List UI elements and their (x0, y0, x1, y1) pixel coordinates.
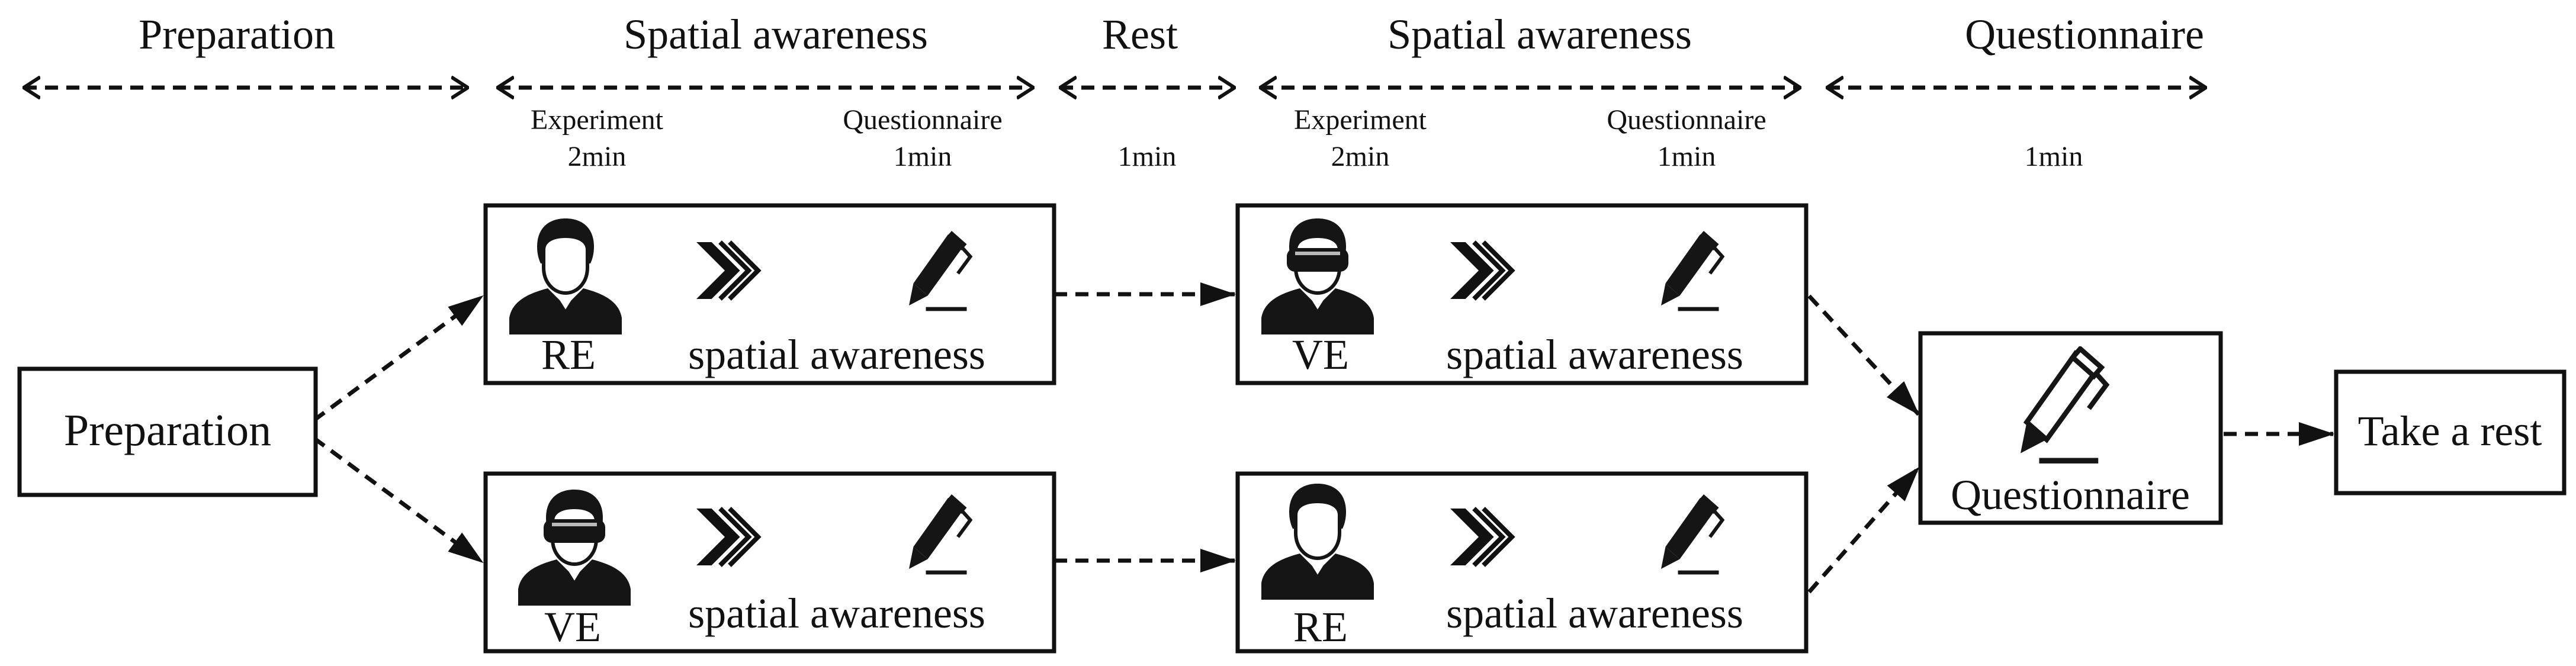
timeline: Preparation Spatial awareness Experiment… (24, 11, 2206, 172)
task-label: spatial awareness (688, 331, 985, 378)
phase-preparation: Preparation (24, 11, 468, 88)
sub-step-duration: 2min (568, 141, 627, 172)
preparation-box: Preparation (17, 366, 318, 497)
sub-step-name: Questionnaire (843, 104, 1002, 136)
phase-questionnaire: Questionnaire 1min (1827, 11, 2206, 172)
phase-label: Preparation (139, 11, 335, 58)
environment-label: RE (541, 331, 596, 378)
arrow-bottom-to-questionnaire (1807, 466, 1920, 594)
sub-step-duration: 1min (1118, 141, 1177, 172)
sub-step-duration: 1min (894, 141, 952, 172)
sub-step-duration: 1min (2025, 141, 2083, 172)
environment-label: VE (1292, 331, 1349, 378)
rest-label: Take a rest (2358, 407, 2542, 455)
session-block-top-1: RE spatial awareness (483, 203, 1056, 385)
sub-step-name: Experiment (1294, 104, 1427, 136)
arrow-top-to-questionnaire (1807, 294, 1920, 416)
phase-label: Rest (1102, 11, 1178, 58)
phase-label: Spatial awareness (624, 11, 928, 58)
rest-box: Take a rest (2334, 369, 2567, 496)
session-block-bottom-1: VE spatial awareness (483, 471, 1056, 654)
task-label: spatial awareness (1446, 590, 1743, 637)
questionnaire-label: Questionnaire (1951, 471, 2190, 519)
questionnaire-box: Questionnaire (1918, 331, 2223, 525)
sub-step-name: Experiment (531, 104, 664, 136)
environment-label: VE (544, 603, 601, 651)
environment-label: RE (1293, 603, 1348, 651)
phase-label: Spatial awareness (1387, 11, 1692, 58)
arrow-prep-to-bottom (312, 436, 484, 564)
arrow-prep-to-top (312, 294, 484, 422)
sub-step-duration: 1min (1658, 141, 1716, 172)
flow-arrows (312, 282, 2334, 594)
phase-rest: Rest 1min (1060, 11, 1235, 172)
session-block-top-2: VE spatial awareness (1235, 203, 1809, 385)
session-block-bottom-2: RE spatial awareness (1235, 471, 1809, 654)
sub-step-name: Questionnaire (1607, 104, 1766, 136)
preparation-label: Preparation (64, 406, 271, 455)
phase-label: Questionnaire (1965, 11, 2204, 58)
task-label: spatial awareness (688, 590, 985, 637)
phase-spatial-awareness-1: Spatial awareness Experiment 2min Questi… (497, 11, 1033, 172)
task-label: spatial awareness (1446, 331, 1743, 378)
phase-spatial-awareness-2: Spatial awareness Experiment 2min Questi… (1260, 11, 1800, 172)
sub-step-duration: 2min (1331, 141, 1390, 172)
